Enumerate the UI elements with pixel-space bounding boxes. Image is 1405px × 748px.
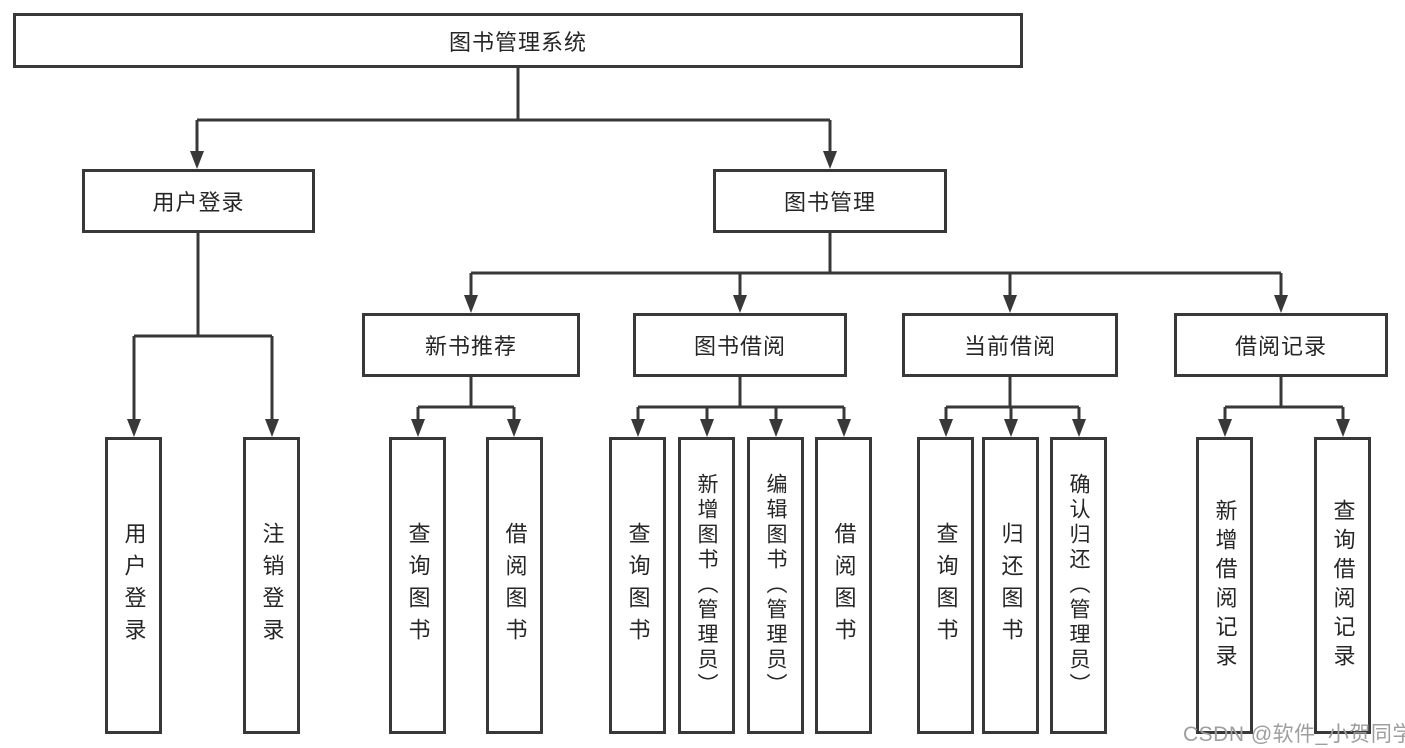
node-new-book-recommend: 新书推荐: [362, 313, 580, 377]
arrow-down-icon: [823, 151, 837, 169]
arrow-down-icon: [1336, 419, 1350, 437]
leaf-add-borrow-record: 新增借阅记录: [1196, 437, 1253, 734]
arrow-down-icon: [1003, 295, 1017, 313]
node-book-borrow: 图书借阅: [633, 313, 847, 377]
node-borrow-records: 借阅记录: [1174, 313, 1388, 377]
node-root-library-system: 图书管理系统: [13, 13, 1023, 68]
arrow-down-icon: [1274, 295, 1288, 313]
leaf-label: 借阅图书: [502, 521, 528, 650]
leaf-add-book-admin: 新增图书（管理员）: [678, 437, 735, 734]
node-book-management: 图书管理: [713, 169, 947, 233]
leaf-label: 查询图书: [933, 521, 959, 650]
arrow-down-icon: [939, 419, 953, 437]
arrow-down-icon: [837, 419, 851, 437]
leaf-borrow-books: 借阅图书: [815, 437, 872, 734]
leaf-query-borrow-record: 查询借阅记录: [1314, 437, 1371, 734]
arrow-down-icon: [700, 419, 714, 437]
leaf-label: 查询借阅记录: [1330, 498, 1356, 673]
leaf-label: 用户登录: [121, 521, 147, 650]
arrow-down-icon: [127, 419, 141, 437]
leaf-query-books: 查询图书: [917, 437, 974, 734]
arrow-down-icon: [631, 419, 645, 437]
leaf-logout: 注销登录: [243, 437, 300, 734]
arrow-down-icon: [733, 295, 747, 313]
leaf-label: 查询图书: [625, 521, 651, 650]
leaf-label: 借阅图书: [831, 521, 857, 650]
leaf-label: 新增借阅记录: [1212, 498, 1238, 673]
node-user-login: 用户登录: [82, 169, 315, 233]
arrow-down-icon: [411, 419, 425, 437]
arrow-down-icon: [190, 151, 204, 169]
leaf-label: 查询图书: [405, 521, 431, 650]
leaf-return-books: 归还图书: [982, 437, 1039, 734]
arrow-down-icon: [507, 419, 521, 437]
leaf-query-books: 查询图书: [609, 437, 666, 734]
leaf-borrow-books: 借阅图书: [486, 437, 543, 734]
csdn-watermark: CSDN @软件_小贺同学: [1183, 723, 1405, 746]
leaf-label: 确认归还（管理员）: [1067, 473, 1090, 698]
leaf-confirm-return-admin: 确认归还（管理员）: [1050, 437, 1107, 734]
leaf-label: 编辑图书（管理员）: [764, 473, 787, 698]
leaf-label: 归还图书: [998, 521, 1024, 650]
arrow-down-icon: [265, 419, 279, 437]
node-current-borrow: 当前借阅: [902, 313, 1118, 377]
arrow-down-icon: [1072, 419, 1086, 437]
arrow-down-icon: [769, 419, 783, 437]
leaf-user-login: 用户登录: [105, 437, 162, 734]
arrow-down-icon: [1004, 419, 1018, 437]
leaf-label: 注销登录: [259, 521, 285, 650]
arrow-down-icon: [464, 295, 478, 313]
leaf-label: 新增图书（管理员）: [695, 473, 718, 698]
arrow-down-icon: [1218, 419, 1232, 437]
leaf-edit-book-admin: 编辑图书（管理员）: [747, 437, 804, 734]
leaf-query-books: 查询图书: [389, 437, 446, 734]
